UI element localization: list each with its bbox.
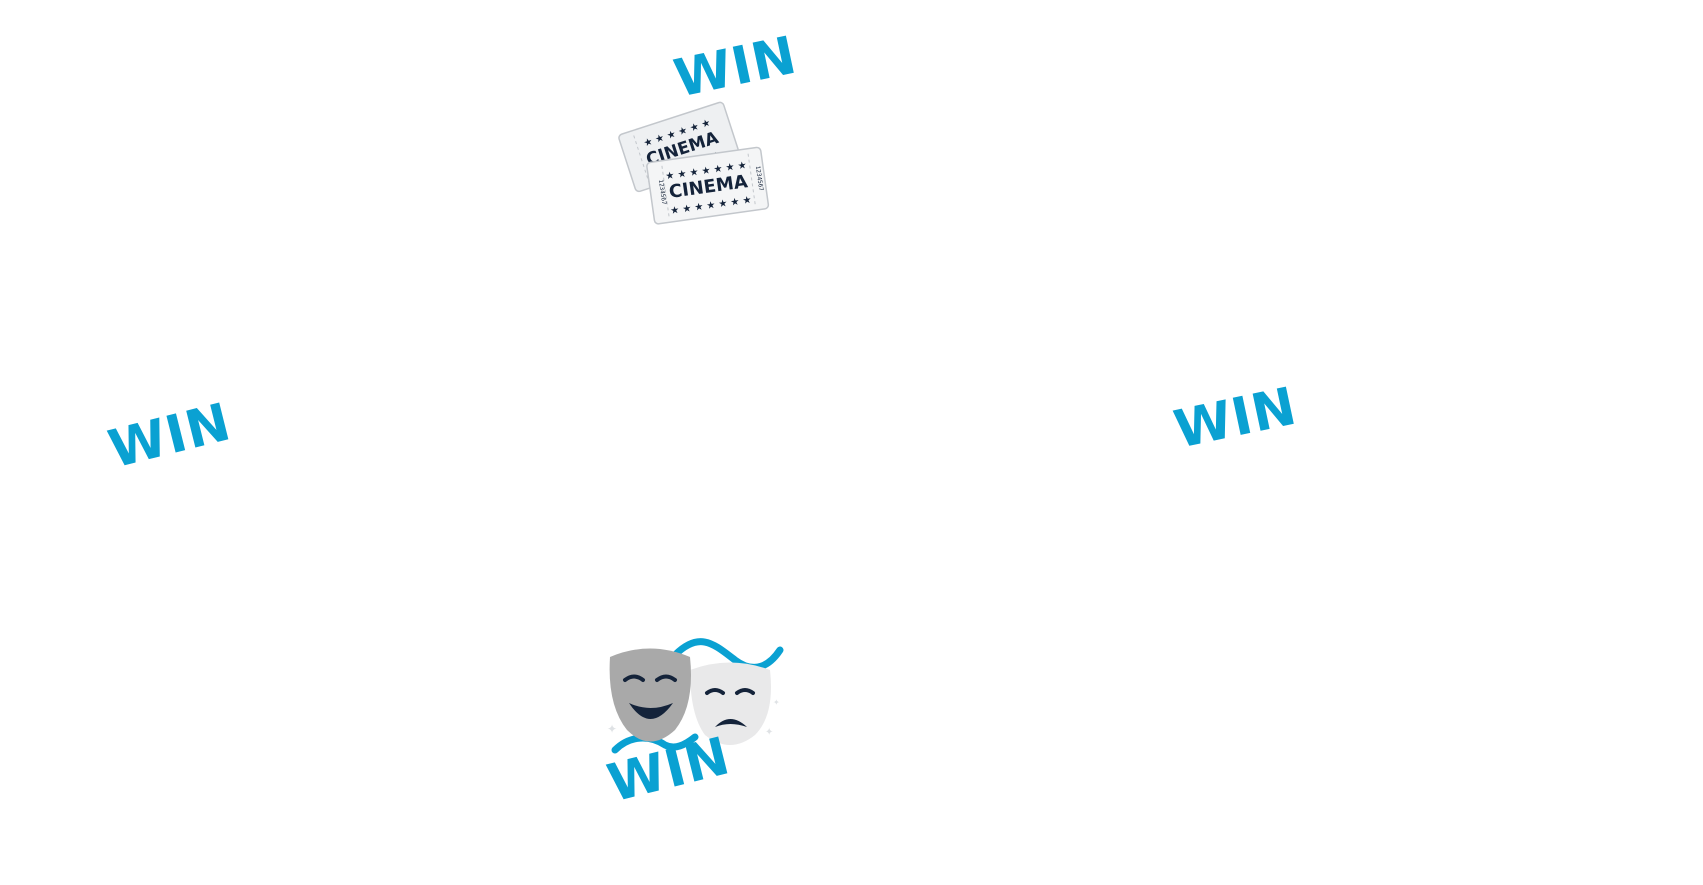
sparkles: ✦ ✦ ✦ [607,698,780,738]
ribbon-bottom [611,733,699,754]
svg-text:✦: ✦ [607,722,617,736]
win-label-left[interactable]: WIN [103,392,238,481]
ticket-front: 1234567 1234567 CINEMA ★ ★ ★ ★ ★ ★ ★ ★ ★… [646,146,770,225]
cinema-tickets-icon[interactable]: CINEMA ★ ★ ★ ★ ★ ★ ★ ★ ★ ★ ★ ★ 1234567 1… [610,95,780,235]
ribbon-top [671,638,784,671]
svg-text:✦: ✦ [765,727,773,738]
happy-mask [609,648,691,742]
ticket-serial-right: 1234567 [754,165,765,191]
ticket-serial-left: 1234567 [657,179,668,205]
svg-text:✦: ✦ [773,698,780,707]
win-label-cinema[interactable]: WIN [669,25,803,110]
sad-mask [690,662,771,745]
win-label-right[interactable]: WIN [1169,376,1303,461]
theatre-masks-icon[interactable]: ✦ ✦ ✦ [605,635,785,765]
